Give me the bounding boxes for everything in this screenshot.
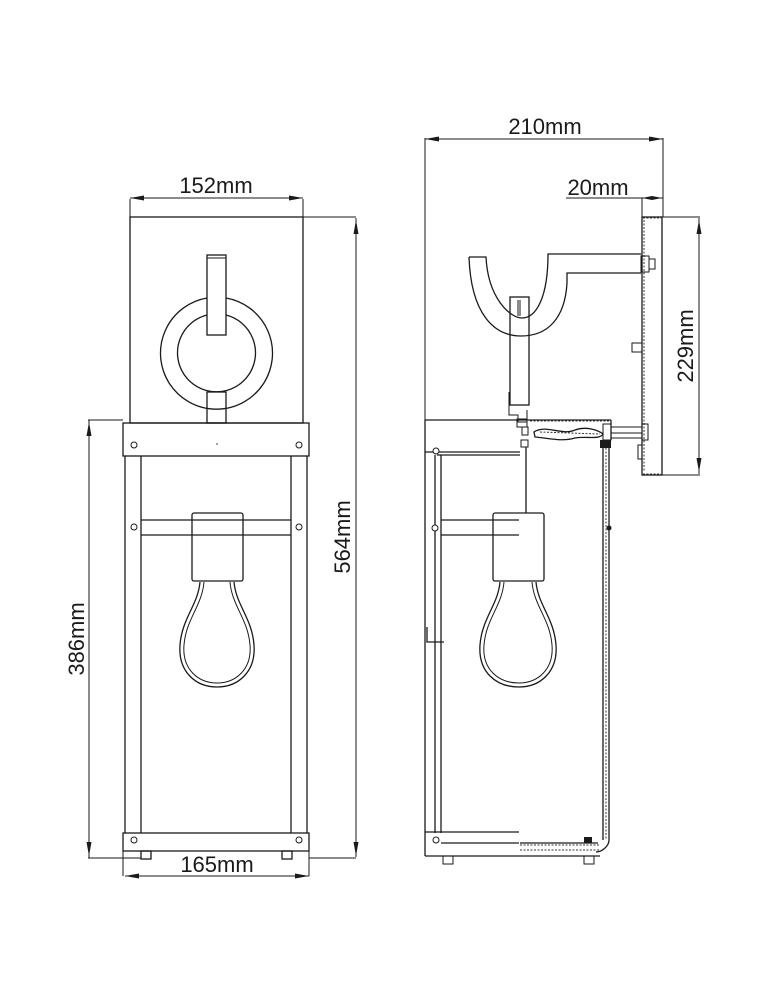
dimension-564mm: 564mm (303, 216, 359, 859)
label-backplate-height: 229mm (673, 309, 698, 382)
side-view (424, 216, 663, 865)
front-ring-outer (159, 297, 274, 410)
label-lantern-height: 386mm (64, 602, 89, 675)
front-view (122, 216, 310, 876)
side-arm-upper (469, 253, 641, 319)
front-ring-inner (176, 314, 257, 393)
front-base (122, 832, 310, 852)
dimension-165mm: 165mm (125, 852, 309, 879)
label-overall-height: 564mm (330, 500, 355, 573)
front-arm-bar (206, 254, 227, 336)
front-bulb-socket (191, 512, 244, 582)
label-top-width: 152mm (179, 173, 252, 198)
side-stem (509, 296, 530, 406)
side-glass-clip (600, 440, 611, 448)
side-bulb-socket (492, 512, 545, 582)
dimension-152mm: 152mm (129, 173, 304, 217)
label-base-width: 165mm (180, 852, 253, 877)
dimension-20mm: 20mm (566, 175, 663, 217)
front-top-cap (122, 422, 310, 457)
dimension-229mm: 229mm (662, 216, 702, 476)
label-overall-projection: 210mm (508, 114, 581, 139)
dimension-386mm: 386mm (64, 419, 141, 859)
front-bulb-outer (179, 581, 255, 688)
dimension-210mm: 210mm (424, 114, 664, 420)
label-backplate-depth: 20mm (567, 175, 628, 200)
front-stem (206, 391, 227, 424)
side-bulb-outer (479, 581, 557, 688)
side-arm-lower (468, 256, 641, 337)
